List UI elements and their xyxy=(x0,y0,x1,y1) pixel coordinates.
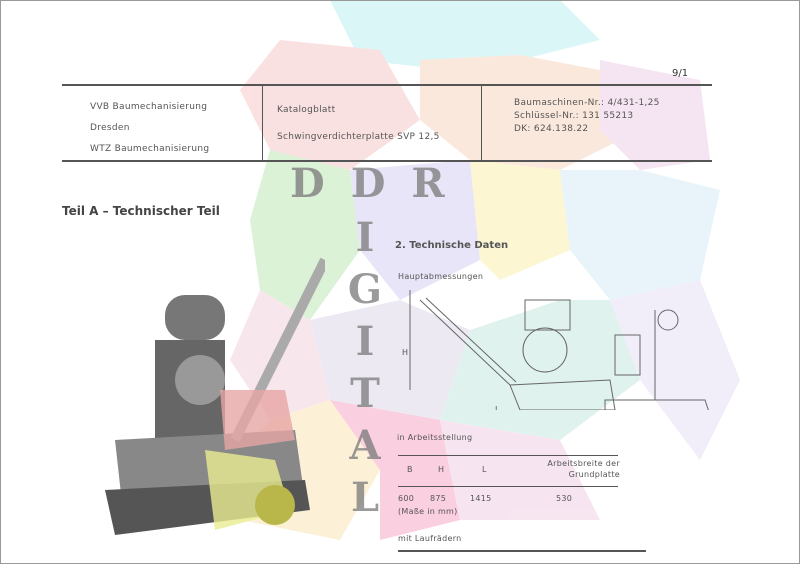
page-number: 9/1 xyxy=(672,50,688,83)
table-value-width: 530 xyxy=(556,494,573,503)
table-value-l: 1415 xyxy=(470,494,492,503)
machine-number: Baumaschinen-Nr.: 4/431-1,25 xyxy=(514,98,660,108)
table-rule xyxy=(398,455,618,456)
page-number-value: 9 xyxy=(672,68,679,79)
header-left: VVB Baumechanisierung Dresden WTZ Baumec… xyxy=(90,97,209,160)
section-title: Teil A – Technischer Teil xyxy=(62,204,220,218)
header-top-rule xyxy=(62,84,712,86)
organization: VVB Baumechanisierung xyxy=(90,102,208,112)
dimension-drawing: H L B xyxy=(402,290,709,410)
tech-heading: 2. Technische Daten xyxy=(395,240,509,251)
table-header-h: H xyxy=(438,465,445,474)
header-right: Baumaschinen-Nr.: 4/431-1,25 Schlüssel-N… xyxy=(514,97,660,136)
table-header-l: L xyxy=(482,465,487,474)
machine-photo xyxy=(105,257,325,535)
dk-number: DK: 624.138.22 xyxy=(514,124,589,134)
table-value-h: 875 xyxy=(430,494,447,503)
wheels-note: mit Laufrädern xyxy=(398,534,462,543)
header-divider xyxy=(262,86,263,160)
tech-subheading: Hauptabmessungen xyxy=(398,272,484,281)
department: WTZ Baumechanisierung xyxy=(90,144,210,154)
table-value-b: 600 xyxy=(398,494,415,503)
header-divider xyxy=(481,86,482,160)
page-number-suffix: /1 xyxy=(678,68,689,79)
watermark-ddr: DDR xyxy=(290,160,471,207)
table-header-b: B xyxy=(407,465,413,474)
catalog-label: Katalogblatt xyxy=(277,105,336,115)
city: Dresden xyxy=(90,123,130,133)
length-label: L xyxy=(495,405,500,410)
table-rule xyxy=(398,550,646,552)
product-name: Schwingverdichterplatte SVP 12,5 xyxy=(277,132,440,142)
units-note: (Maße in mm) xyxy=(398,507,458,516)
drawing-caption: in Arbeitsstellung xyxy=(397,433,473,442)
table-header-width: Arbeitsbreite der Grundplatte xyxy=(547,459,620,479)
height-label: H xyxy=(402,348,408,357)
header-middle: Katalogblatt Schwingverdichterplatte SVP… xyxy=(277,97,440,151)
header-bottom-rule xyxy=(62,160,712,162)
table-rule xyxy=(398,486,618,487)
key-number: Schlüssel-Nr.: 131 55213 xyxy=(514,111,634,121)
watermark-igital: IGITAL xyxy=(347,214,383,521)
